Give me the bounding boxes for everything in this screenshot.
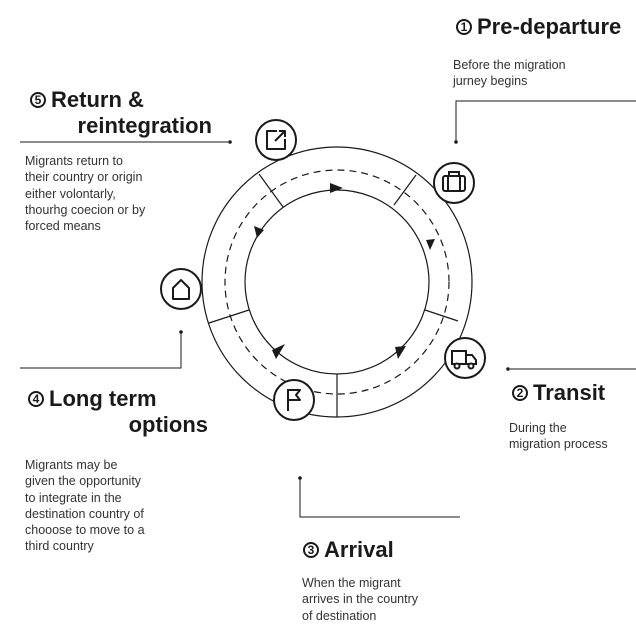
stage-3-icon-node bbox=[273, 379, 315, 421]
stage-1-icon-node bbox=[433, 162, 475, 204]
stage-number-badge: 4 bbox=[28, 390, 44, 407]
ring-dividers bbox=[208, 173, 459, 417]
home-icon bbox=[172, 279, 190, 300]
stage-title-line-1: Return & bbox=[51, 87, 144, 112]
dashed-flow-ring bbox=[224, 169, 450, 395]
stage-number-badge: 1 bbox=[456, 18, 472, 35]
stage-number-badge: 3 bbox=[303, 541, 319, 558]
flag-icon bbox=[287, 389, 301, 411]
stage-4-description: Migrants may be given the opportunity to… bbox=[25, 458, 145, 554]
flow-arrow bbox=[330, 183, 343, 193]
flow-arrow bbox=[272, 344, 285, 359]
flow-arrow bbox=[426, 239, 435, 250]
stage-1-heading: 1 Pre-departure bbox=[456, 15, 621, 38]
stage-1-description: Before the migration jurney begins bbox=[453, 58, 566, 89]
stage-5-heading: 5 Return & bbox=[30, 88, 144, 111]
flow-arrows bbox=[254, 183, 435, 359]
stage-title-line-2: options bbox=[128, 412, 208, 437]
stage-2-icon-node bbox=[444, 337, 486, 379]
flow-arrow bbox=[395, 346, 406, 359]
truck-icon bbox=[451, 350, 477, 370]
stage-2-heading: 2 Transit bbox=[512, 381, 605, 404]
inner-ring bbox=[244, 189, 430, 375]
stage-title: Pre-departure bbox=[477, 14, 622, 39]
stage-4-heading: 4 Long term bbox=[28, 387, 157, 410]
briefcase-icon bbox=[442, 171, 466, 192]
stage-5-description: Migrants return to their country or orig… bbox=[25, 154, 146, 233]
stage-number-badge: 5 bbox=[30, 91, 46, 108]
leader-dots bbox=[179, 140, 510, 480]
stage-number-badge: 2 bbox=[512, 384, 528, 401]
stage-title-line-2: reintegration bbox=[77, 113, 212, 138]
leader-lines bbox=[20, 100, 636, 518]
stage-4-icon-node bbox=[160, 268, 202, 310]
return-arrow-icon bbox=[266, 130, 286, 150]
stage-3-description: When the migrant arrives in the country … bbox=[302, 576, 419, 623]
flow-arrow bbox=[254, 226, 264, 238]
stage-title: Transit bbox=[533, 380, 606, 405]
stage-title: Arrival bbox=[324, 537, 394, 562]
stage-2-description: During the migration process bbox=[509, 421, 608, 452]
stage-5-icon-node bbox=[255, 119, 297, 161]
stage-3-heading: 3 Arrival bbox=[303, 538, 394, 561]
stage-title-line-1: Long term bbox=[49, 386, 157, 411]
